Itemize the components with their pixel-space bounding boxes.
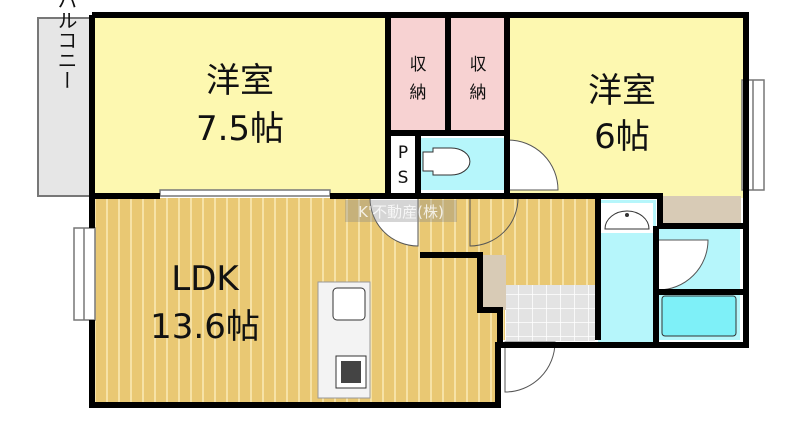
bathtub-icon <box>661 295 737 337</box>
closet-1-label-2: 納 <box>410 83 427 103</box>
closet-1 <box>390 18 446 131</box>
room-western-large-size: 7.5帖 <box>196 109 284 149</box>
shoe-cabinet <box>481 255 506 310</box>
room-western-large-name: 洋室 <box>206 61 274 101</box>
sink-icon <box>604 210 650 230</box>
toilet-icon <box>422 147 471 176</box>
walls <box>89 12 749 408</box>
ps-label-2: S <box>398 168 409 188</box>
storage-shelf <box>658 196 741 224</box>
room-ldk-name: LDK <box>171 259 240 299</box>
kitchen-counter <box>317 281 371 399</box>
closet-2-label-2: 納 <box>470 83 487 103</box>
balcony: バルコニー <box>37 0 95 197</box>
pipe-space <box>390 133 416 191</box>
room-western-small-name: 洋室 <box>588 71 656 111</box>
room-western-small-size: 6帖 <box>594 117 650 157</box>
closet-2-label-1: 収 <box>470 55 487 75</box>
room-ldk-size: 13.6帖 <box>150 307 260 347</box>
entrance-tile <box>506 285 595 341</box>
ps-label-1: P <box>398 143 408 163</box>
closet-1-label-1: 収 <box>410 55 427 75</box>
closet-2 <box>450 18 507 131</box>
balcony-label: バルコニー <box>54 0 78 90</box>
door-swings <box>369 139 709 393</box>
sink-icon <box>332 287 366 321</box>
watermark: K'不動産(株) <box>358 203 444 221</box>
room-western-large <box>95 18 388 193</box>
